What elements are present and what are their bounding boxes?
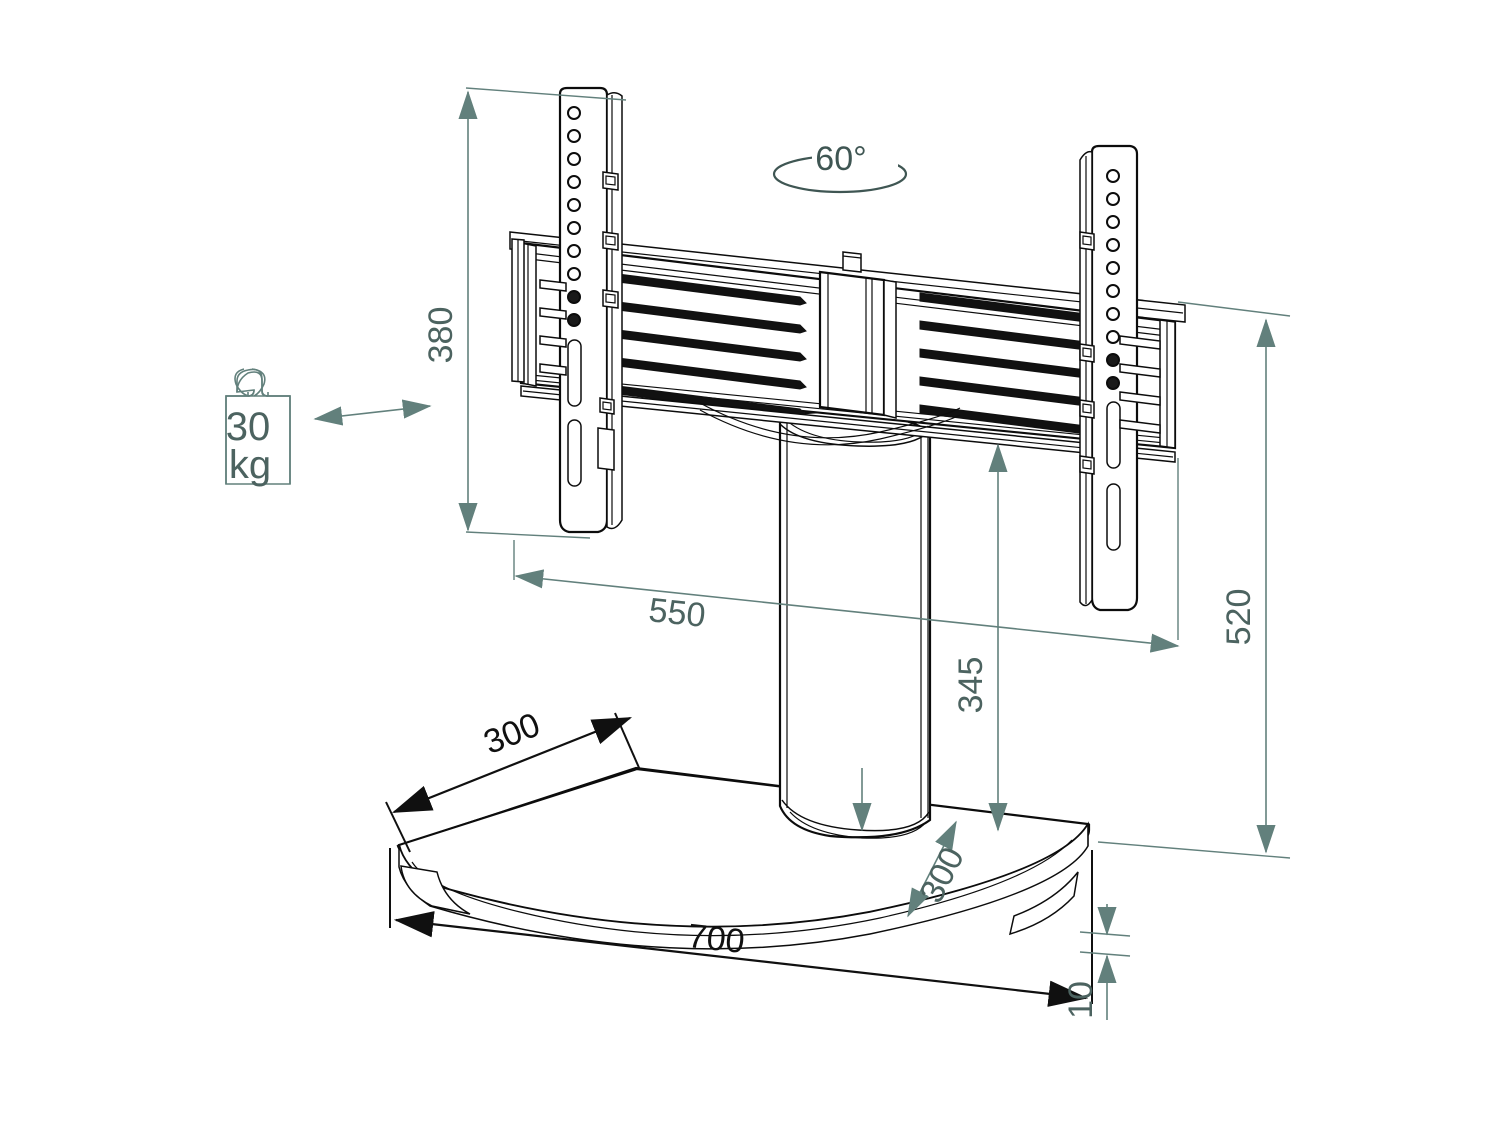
dimension-520-label: 520 (1220, 589, 1258, 646)
left-bracket-arm (511, 86, 623, 534)
support-column (778, 410, 932, 839)
left-arm-clamps (597, 171, 619, 471)
left-arm-holes (567, 106, 581, 327)
swivel-indicator: 60° (772, 140, 908, 194)
dimension-550-label: 550 (647, 591, 707, 635)
weight-unit-label: kg (229, 443, 271, 487)
dimension-700-label: 700 (686, 917, 747, 961)
dimension-380: 380 (422, 87, 627, 539)
right-arm-holes (1106, 169, 1120, 390)
dimension-520: 520 (1097, 301, 1291, 859)
left-arm-bolts (539, 279, 567, 376)
base-glass-plate (396, 766, 1091, 950)
dimension-345: 345 (952, 443, 1008, 832)
dimension-345-label: 345 (952, 657, 990, 714)
right-arm-bolts (1119, 335, 1161, 434)
right-arm-clamps (1079, 231, 1095, 475)
dimension-380-label: 380 (422, 307, 460, 364)
swivel-angle-label: 60° (815, 140, 866, 178)
dimension-10-label: 10 (1062, 981, 1100, 1019)
dimension-700: 700 (389, 848, 1093, 1007)
weight-capacity-icon: 30 kg (225, 368, 432, 487)
weight-value-label: 30 (226, 405, 271, 449)
center-tilt-hub (818, 251, 897, 419)
dimension-300-top-label: 300 (479, 706, 546, 762)
dimension-10: 10 (1062, 904, 1131, 1020)
dimension-550: 550 (513, 458, 1180, 653)
bracket-slots-right (919, 292, 1117, 438)
